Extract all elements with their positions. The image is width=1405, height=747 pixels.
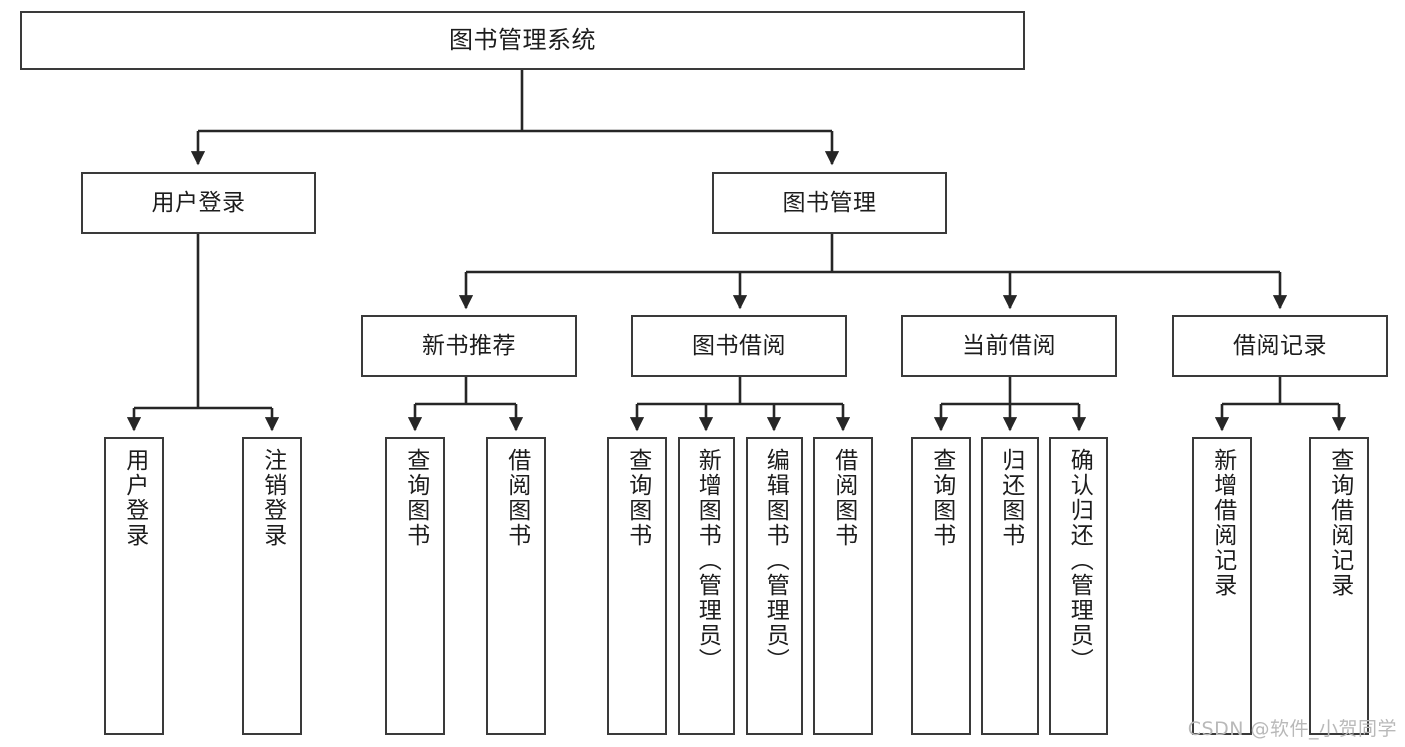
leaf-logout[interactable]: 注销登录 xyxy=(242,437,302,735)
node-borrow-record[interactable]: 借阅记录 xyxy=(1172,315,1388,377)
leaf-query-book-current[interactable]: 查询图书 xyxy=(911,437,971,735)
node-label: 图书借阅 xyxy=(692,332,786,359)
node-label: 借阅图书 xyxy=(830,448,857,548)
node-label: 查询图书 xyxy=(402,448,429,548)
node-label: 图书管理系统 xyxy=(449,25,596,54)
node-label: 查询借阅记录 xyxy=(1326,448,1353,598)
node-current-borrow[interactable]: 当前借阅 xyxy=(901,315,1117,377)
leaf-borrow-book[interactable]: 借阅图书 xyxy=(813,437,873,735)
node-label: 借阅图书 xyxy=(503,448,530,548)
node-label: 新增借阅记录 xyxy=(1209,448,1236,598)
leaf-borrow-book-recommend[interactable]: 借阅图书 xyxy=(486,437,546,735)
node-label: 查询图书 xyxy=(624,448,651,548)
leaf-confirm-return-admin[interactable]: 确认归还（管理员） xyxy=(1049,437,1108,735)
leaf-edit-book-admin[interactable]: 编辑图书（管理员） xyxy=(746,437,803,735)
node-book-borrow[interactable]: 图书借阅 xyxy=(631,315,847,377)
node-label: 新书推荐 xyxy=(422,332,516,359)
leaf-query-borrow-record[interactable]: 查询借阅记录 xyxy=(1309,437,1369,735)
node-label: 确认归还（管理员） xyxy=(1066,448,1093,673)
watermark: CSDN @软件_小贺同学 xyxy=(1187,718,1397,740)
node-label: 新增图书（管理员） xyxy=(694,448,721,673)
node-label: 图书管理 xyxy=(782,189,877,216)
leaf-add-book-admin[interactable]: 新增图书（管理员） xyxy=(678,437,735,735)
leaf-query-book-recommend[interactable]: 查询图书 xyxy=(385,437,445,735)
node-user-login[interactable]: 用户登录 xyxy=(81,172,316,234)
node-label: 注销登录 xyxy=(259,448,286,548)
node-root-book-management-system[interactable]: 图书管理系统 xyxy=(20,11,1025,70)
leaf-add-borrow-record[interactable]: 新增借阅记录 xyxy=(1192,437,1252,735)
node-label: 用户登录 xyxy=(121,448,148,548)
node-book-management[interactable]: 图书管理 xyxy=(712,172,947,234)
node-label: 借阅记录 xyxy=(1233,332,1327,359)
leaf-user-login[interactable]: 用户登录 xyxy=(104,437,164,735)
node-label: 用户登录 xyxy=(151,189,246,216)
node-new-book-recommend[interactable]: 新书推荐 xyxy=(361,315,577,377)
node-label: 归还图书 xyxy=(997,448,1024,548)
leaf-return-book[interactable]: 归还图书 xyxy=(981,437,1039,735)
leaf-query-book[interactable]: 查询图书 xyxy=(607,437,667,735)
node-label: 查询图书 xyxy=(928,448,955,548)
node-label: 当前借阅 xyxy=(962,332,1056,359)
node-label: 编辑图书（管理员） xyxy=(762,448,789,673)
